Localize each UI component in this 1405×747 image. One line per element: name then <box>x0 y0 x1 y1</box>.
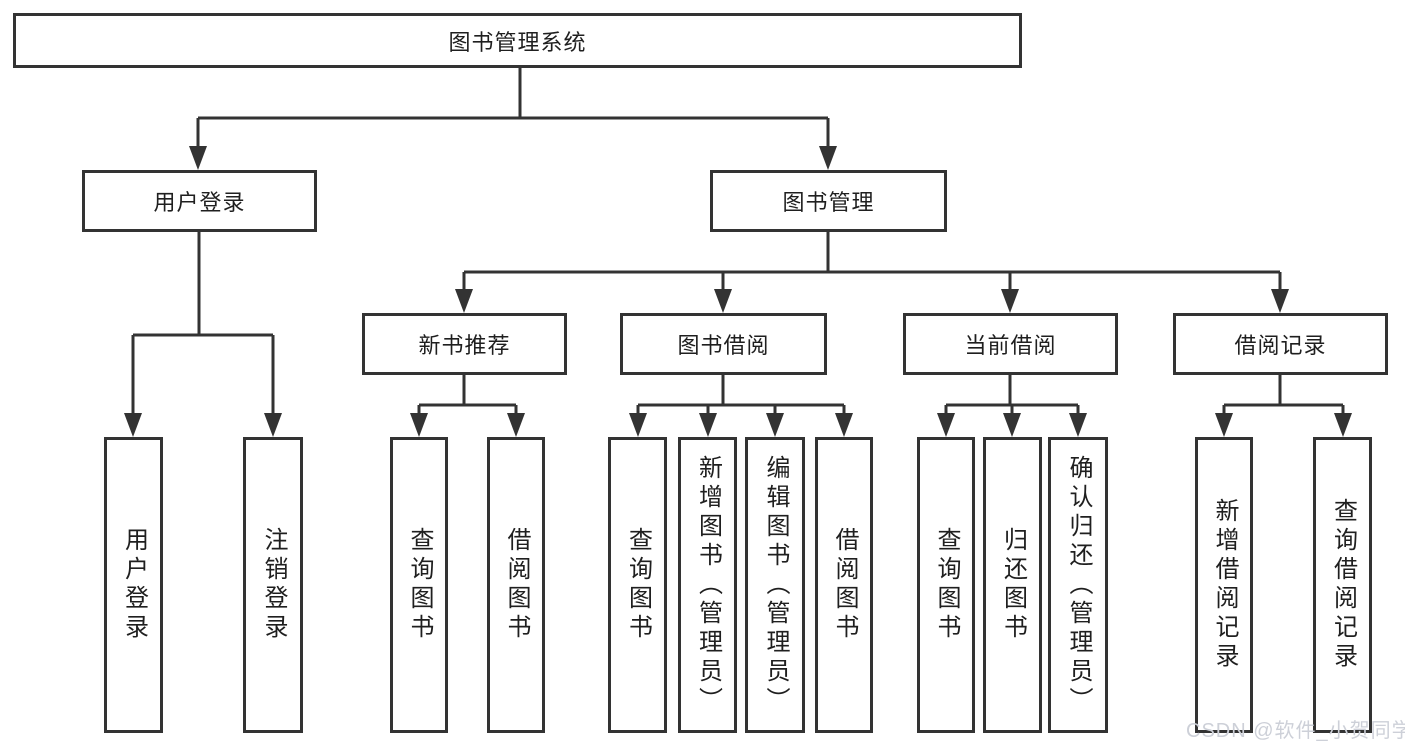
node-recommend-query-books: 查询图书 <box>390 437 448 733</box>
node-borrow-borrow-books: 借阅图书 <box>815 437 873 733</box>
arrow-current-confirm <box>1069 413 1087 437</box>
node-current-return-books: 归还图书 <box>983 437 1042 733</box>
arrow-recommend-borrow <box>507 413 525 437</box>
connector-book-management <box>462 232 1282 293</box>
node-book-management: 图书管理 <box>710 170 947 232</box>
connector-borrow-records <box>1222 375 1345 417</box>
node-logout: 注销登录 <box>243 437 303 733</box>
arrow-to-book-borrow <box>714 289 732 313</box>
connector-root <box>196 68 830 150</box>
node-borrow-query-books: 查询图书 <box>608 437 667 733</box>
node-records-query-record: 查询借阅记录 <box>1313 437 1372 733</box>
node-new-book-recommend: 新书推荐 <box>362 313 567 375</box>
connector-new-book-recommend <box>417 375 518 417</box>
arrow-to-new-book-recommend <box>455 289 473 313</box>
node-borrow-edit-books-admin: 编辑图书（管理员） <box>745 437 805 733</box>
arrow-current-return <box>1003 413 1021 437</box>
arrow-to-book-management <box>819 146 837 170</box>
arrow-borrow-borrow <box>835 413 853 437</box>
node-current-borrow: 当前借阅 <box>903 313 1118 375</box>
connector-book-borrow <box>636 375 846 417</box>
connector-user-login <box>131 232 275 417</box>
node-current-confirm-return-admin: 确认归还（管理员） <box>1048 437 1108 733</box>
node-recommend-borrow-books: 借阅图书 <box>487 437 545 733</box>
arrow-borrow-query <box>629 413 647 437</box>
node-records-add-record: 新增借阅记录 <box>1195 437 1253 733</box>
node-borrow-records: 借阅记录 <box>1173 313 1388 375</box>
arrow-to-current-borrow <box>1001 289 1019 313</box>
arrow-to-user-login <box>189 146 207 170</box>
arrow-borrow-edit <box>766 413 784 437</box>
connector-current-borrow <box>944 375 1080 417</box>
arrow-current-query <box>937 413 955 437</box>
arrow-to-logout <box>264 413 282 437</box>
csdn-watermark: CSDN @软件_小贺同学 <box>1186 720 1405 742</box>
arrow-records-query <box>1334 413 1352 437</box>
node-user-login: 用户登录 <box>82 170 317 232</box>
arrow-to-login <box>124 413 142 437</box>
node-book-borrow: 图书借阅 <box>620 313 827 375</box>
arrow-borrow-add <box>699 413 717 437</box>
arrow-to-borrow-records <box>1271 289 1289 313</box>
node-borrow-add-books-admin: 新增图书（管理员） <box>678 437 737 733</box>
arrow-records-add <box>1215 413 1233 437</box>
node-root: 图书管理系统 <box>13 13 1022 68</box>
arrow-recommend-query <box>410 413 428 437</box>
node-login: 用户登录 <box>104 437 163 733</box>
node-current-query-books: 查询图书 <box>917 437 975 733</box>
